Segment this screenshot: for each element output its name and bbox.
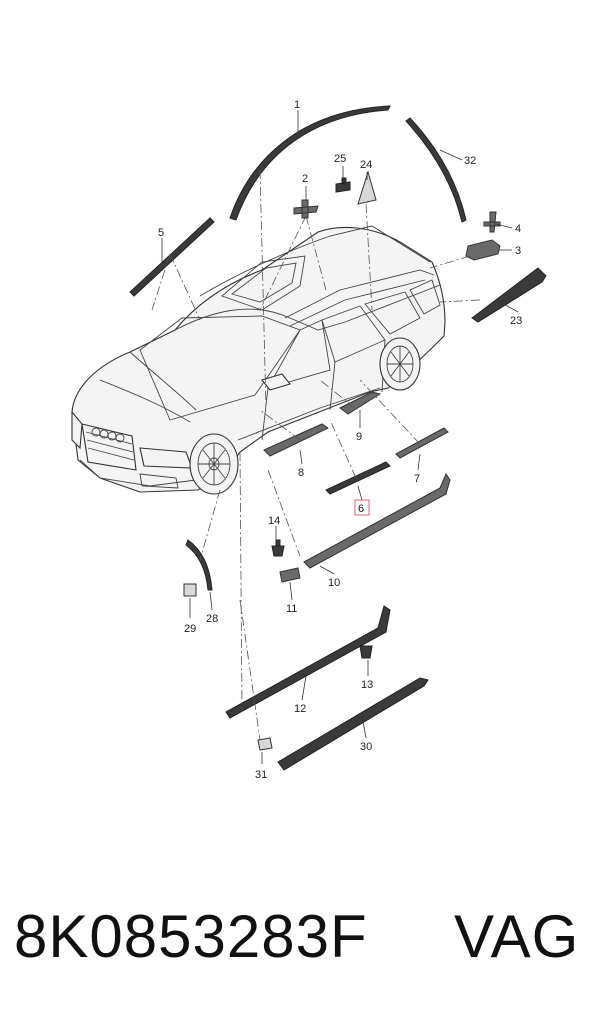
- part-screw-14: [271, 539, 285, 557]
- part-clip-31: [257, 737, 273, 751]
- part-door-trim-7: [395, 427, 449, 459]
- part-screw-25: [335, 177, 351, 193]
- callout-10: 10: [328, 577, 340, 589]
- part-triangle-trim: [357, 170, 377, 205]
- part-door-trim-9: [339, 391, 382, 415]
- part-clip-13: [359, 645, 373, 659]
- callout-6-highlight: [354, 499, 370, 516]
- callout-9: 9: [356, 431, 362, 443]
- callout-29: 29: [184, 623, 196, 635]
- part-rear-roof-trim: [405, 117, 467, 223]
- part-clip-4: [483, 211, 501, 233]
- part-clip-29: [183, 583, 197, 597]
- callout-1: 1: [294, 99, 300, 111]
- callout-5: 5: [158, 227, 164, 239]
- part-a-pillar-trim: [129, 217, 215, 297]
- car-illustration: [71, 225, 446, 495]
- callout-6: 6: [358, 503, 364, 515]
- part-sill-cover-10: [303, 472, 451, 569]
- callout-24: 24: [360, 159, 372, 171]
- callout-28: 28: [206, 613, 218, 625]
- callout-labels: 1 32 25 24 2 5 4 3 23 9 8 7 6 14 10 11 2…: [158, 99, 522, 781]
- callout-14: 14: [268, 515, 280, 527]
- part-sill-trim-12: [225, 605, 391, 719]
- callout-3: 3: [515, 245, 521, 257]
- part-clip-11: [279, 567, 301, 583]
- callout-4: 4: [515, 223, 521, 235]
- part-door-trim-8: [263, 423, 330, 457]
- part-roof-trim: [229, 105, 391, 221]
- callout-30: 30: [360, 741, 372, 753]
- callout-13: 13: [361, 679, 373, 691]
- callout-7: 7: [414, 473, 420, 485]
- part-clip-2: [293, 199, 319, 219]
- callout-23: 23: [510, 315, 522, 327]
- part-rear-trim-23: [471, 267, 547, 323]
- exploded-parts-diagram: 1 32 25 24 2 5 4 3 23 9 8 7 6 14 10 11 2…: [71, 99, 547, 781]
- part-bracket-3: [465, 239, 501, 261]
- callout-25: 25: [334, 153, 346, 165]
- callout-12: 12: [294, 703, 306, 715]
- callout-2: 2: [302, 173, 308, 185]
- part-wheel-arch-28: [185, 539, 213, 591]
- brand-label: VAG: [454, 903, 580, 970]
- part-door-trim-6: [325, 461, 391, 495]
- part-sill-trim-30: [277, 677, 429, 771]
- assembly-lines: [151, 169, 481, 741]
- leader-lines: [161, 110, 519, 764]
- caption-bar: 8K0853283F VAG: [0, 892, 600, 982]
- callout-8: 8: [298, 467, 304, 479]
- callout-31: 31: [255, 769, 267, 781]
- callout-32: 32: [464, 155, 476, 167]
- callout-11: 11: [286, 603, 297, 615]
- part-number: 8K0853283F: [14, 903, 368, 970]
